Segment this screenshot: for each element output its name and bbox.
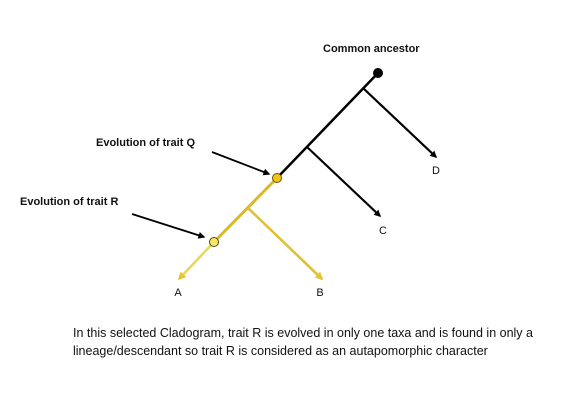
branch-q-to-r	[212, 176, 279, 244]
label-trait-q: Evolution of trait Q	[96, 137, 195, 149]
taxon-label-c: C	[379, 225, 387, 237]
taxon-label-b: B	[316, 287, 323, 299]
caption-text: In this selected Cladogram, trait R is e…	[73, 326, 533, 358]
root-node	[373, 68, 383, 78]
trait-q-node	[272, 173, 282, 183]
branch-to-d	[362, 87, 438, 158]
pointer-arrow-trait-r	[131, 213, 206, 239]
taxon-label-a: A	[174, 287, 182, 299]
branch-to-c	[306, 146, 382, 217]
branch-to-a	[177, 241, 215, 281]
trait-r-node	[209, 237, 219, 247]
branch-to-b	[247, 207, 324, 281]
label-trait-r: Evolution of trait R	[20, 196, 118, 208]
branch-root-to-q	[276, 72, 379, 179]
pointer-arrow-trait-q	[211, 151, 271, 176]
label-common-ancestor: Common ancestor	[323, 43, 420, 55]
taxon-label-d: D	[432, 165, 440, 177]
